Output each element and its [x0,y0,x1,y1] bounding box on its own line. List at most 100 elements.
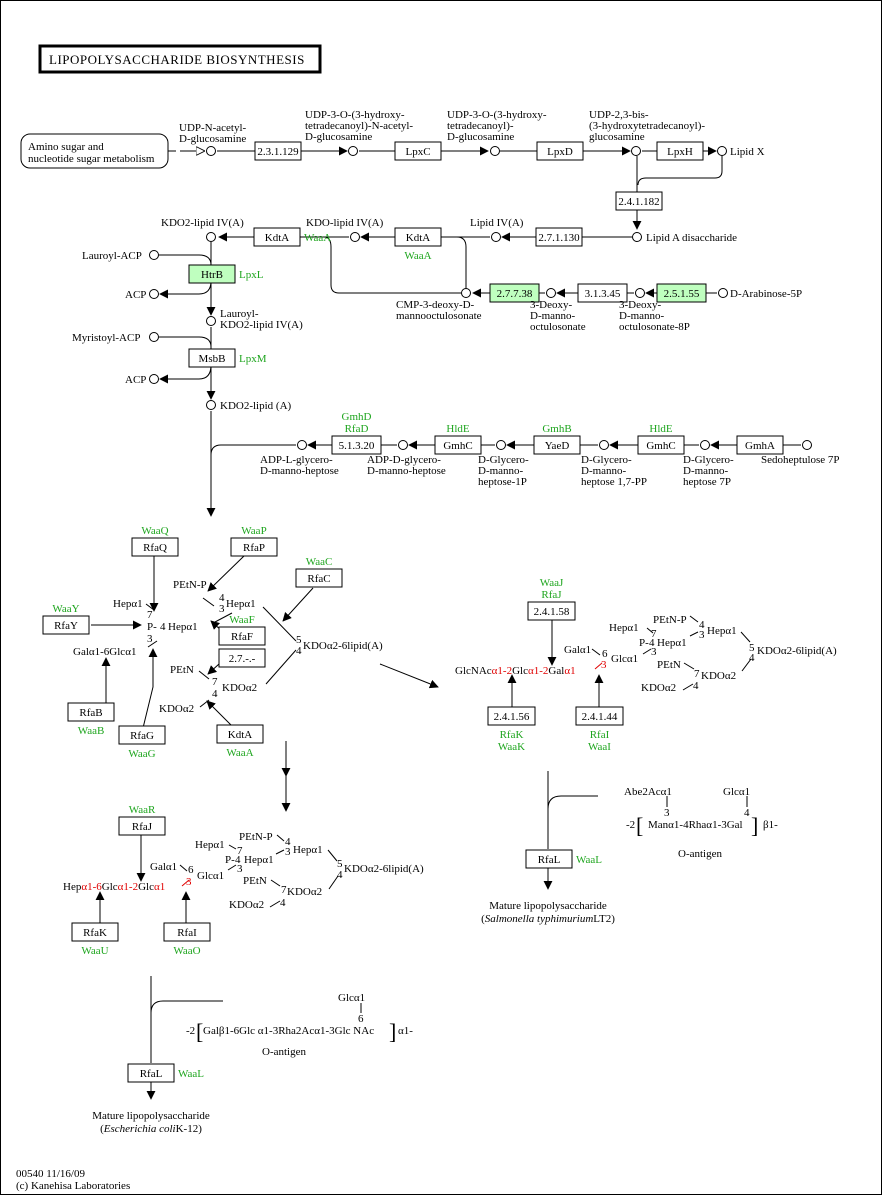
compound-node[interactable] [398,440,408,450]
compound-kdo-lipid-iva[interactable]: KDO-lipid IV(A) [306,217,384,242]
compound-hep7p[interactable]: D-Glycero-D-manno-heptose 7P [683,440,734,489]
compound-node[interactable] [206,232,216,242]
enzyme-box[interactable] [489,283,540,303]
enzyme-box[interactable] [71,922,119,942]
enzyme-box[interactable] [394,141,442,161]
enzyme-3-1-3-45[interactable]: 3.1.3.45 [577,283,628,303]
enzyme-lpxh[interactable]: LpxH [656,141,704,161]
enzyme-box[interactable] [331,435,382,455]
compound-cmp-kdo[interactable]: CMP-3-deoxy-D-mannooctulosonate [396,288,482,323]
enzyme-box[interactable] [535,227,583,247]
enzyme-box[interactable] [637,435,685,455]
enzyme-box[interactable] [533,435,581,455]
enzyme-box[interactable] [575,706,624,726]
enzyme-2-5-1-55[interactable]: 2.5.1.55 [656,283,707,303]
enzyme-box[interactable] [163,922,211,942]
enzyme-box[interactable] [230,537,278,557]
enzyme-box[interactable] [656,283,707,303]
compound-node[interactable] [149,332,159,342]
compound-adp-d-hep[interactable]: ADP-D-glycero-D-manno-heptose [367,440,446,478]
compound-node[interactable] [297,440,307,450]
enzyme-box[interactable] [487,706,536,726]
compound-acp2[interactable]: ACP [125,374,159,386]
compound-node[interactable] [718,288,728,298]
compound-hep17pp[interactable]: D-Glycero-D-manno-heptose 1,7-PP [581,440,647,489]
compound-lipid-x[interactable]: Lipid X [717,146,765,158]
compound-kdo[interactable]: 3-Deoxy-D-manno-octulosonate [530,288,586,334]
enzyme-lpxc[interactable]: LpxC [394,141,442,161]
compound-kdo8p[interactable]: 3-Deoxy-D-manno-octulosonate-8P [619,288,690,334]
enzyme-box[interactable] [131,537,179,557]
compound-lauroyl-acp[interactable]: Lauroyl-ACP [82,250,159,262]
enzyme-box[interactable] [127,1063,175,1083]
enzyme-box[interactable] [295,568,343,588]
enzyme-box[interactable] [525,849,573,869]
compound-node[interactable] [491,232,501,242]
enzyme-lpxd[interactable]: LpxD [536,141,584,161]
compound-node[interactable] [206,316,216,326]
enzyme-box[interactable] [218,626,266,646]
compound-node[interactable] [599,440,609,450]
enzyme-box[interactable] [254,141,302,161]
compound-udp-3o-glcn[interactable]: UDP-3-O-(3-hydroxy-tetradecanoyl)-D-gluc… [447,109,547,156]
enzyme-box[interactable] [736,435,784,455]
compound-node[interactable] [802,440,812,450]
enzyme-box[interactable] [42,615,90,635]
enzyme-2-3-1-129[interactable]: 2.3.1.129 [254,141,302,161]
enzyme-2-7-[interactable]: 2.7.-.- [218,648,266,668]
compound-node[interactable] [631,146,641,156]
enzyme-box[interactable] [67,702,115,722]
compound-node[interactable] [700,440,710,450]
compound-lipid-iva[interactable]: Lipid IV(A) [470,217,524,242]
compound-node[interactable] [635,288,645,298]
enzyme-box[interactable] [253,227,301,247]
enzyme-2-7-7-38[interactable]: 2.7.7.38 [489,283,540,303]
compound-acp1[interactable]: ACP [125,289,159,301]
enzyme-2-7-1-130[interactable]: 2.7.1.130 [535,227,583,247]
enzyme-box[interactable] [527,601,576,621]
compound-lipid-a-dis[interactable]: Lipid A disaccharide [632,232,738,244]
compound-node[interactable] [206,146,216,156]
compound-node[interactable] [149,289,159,299]
enzyme-2-4-1-182[interactable]: 2.4.1.182 [615,191,663,211]
enzyme-box[interactable] [434,435,482,455]
compound-udp-glcnac[interactable]: UDP-N-acetyl-D-glucosamine [179,122,247,156]
enzyme-gmha[interactable]: GmhA [736,435,784,455]
compound-node[interactable] [496,440,506,450]
compound-node[interactable] [490,146,500,156]
compound-lauroyl-kdo2[interactable]: Lauroyl-KDO2-lipid IV(A) [206,308,304,331]
compound-node[interactable] [149,250,159,260]
compound-node[interactable] [350,232,360,242]
enzyme-box[interactable] [656,141,704,161]
compound-kdo2-lipid-iva[interactable]: KDO2-lipid IV(A) [161,217,244,242]
compound-adp-l-hep[interactable]: ADP-L-glycero-D-manno-heptose [260,440,339,478]
enzyme-box[interactable] [536,141,584,161]
compound-node[interactable] [461,288,471,298]
compound-udp-3o-glcnac[interactable]: UDP-3-O-(3-hydroxy-tetradecanoyl)-N-acet… [305,109,413,156]
enzyme-box[interactable] [615,191,663,211]
enzyme-box[interactable] [218,648,266,668]
compound-udp-23bis[interactable]: UDP-2,3-bis-(3-hydroxytetradecanoyl)-glu… [589,109,705,156]
compound-kdo2-lipid-a[interactable]: KDO2-lipid (A) [206,400,292,412]
enzyme-box[interactable] [118,816,166,836]
